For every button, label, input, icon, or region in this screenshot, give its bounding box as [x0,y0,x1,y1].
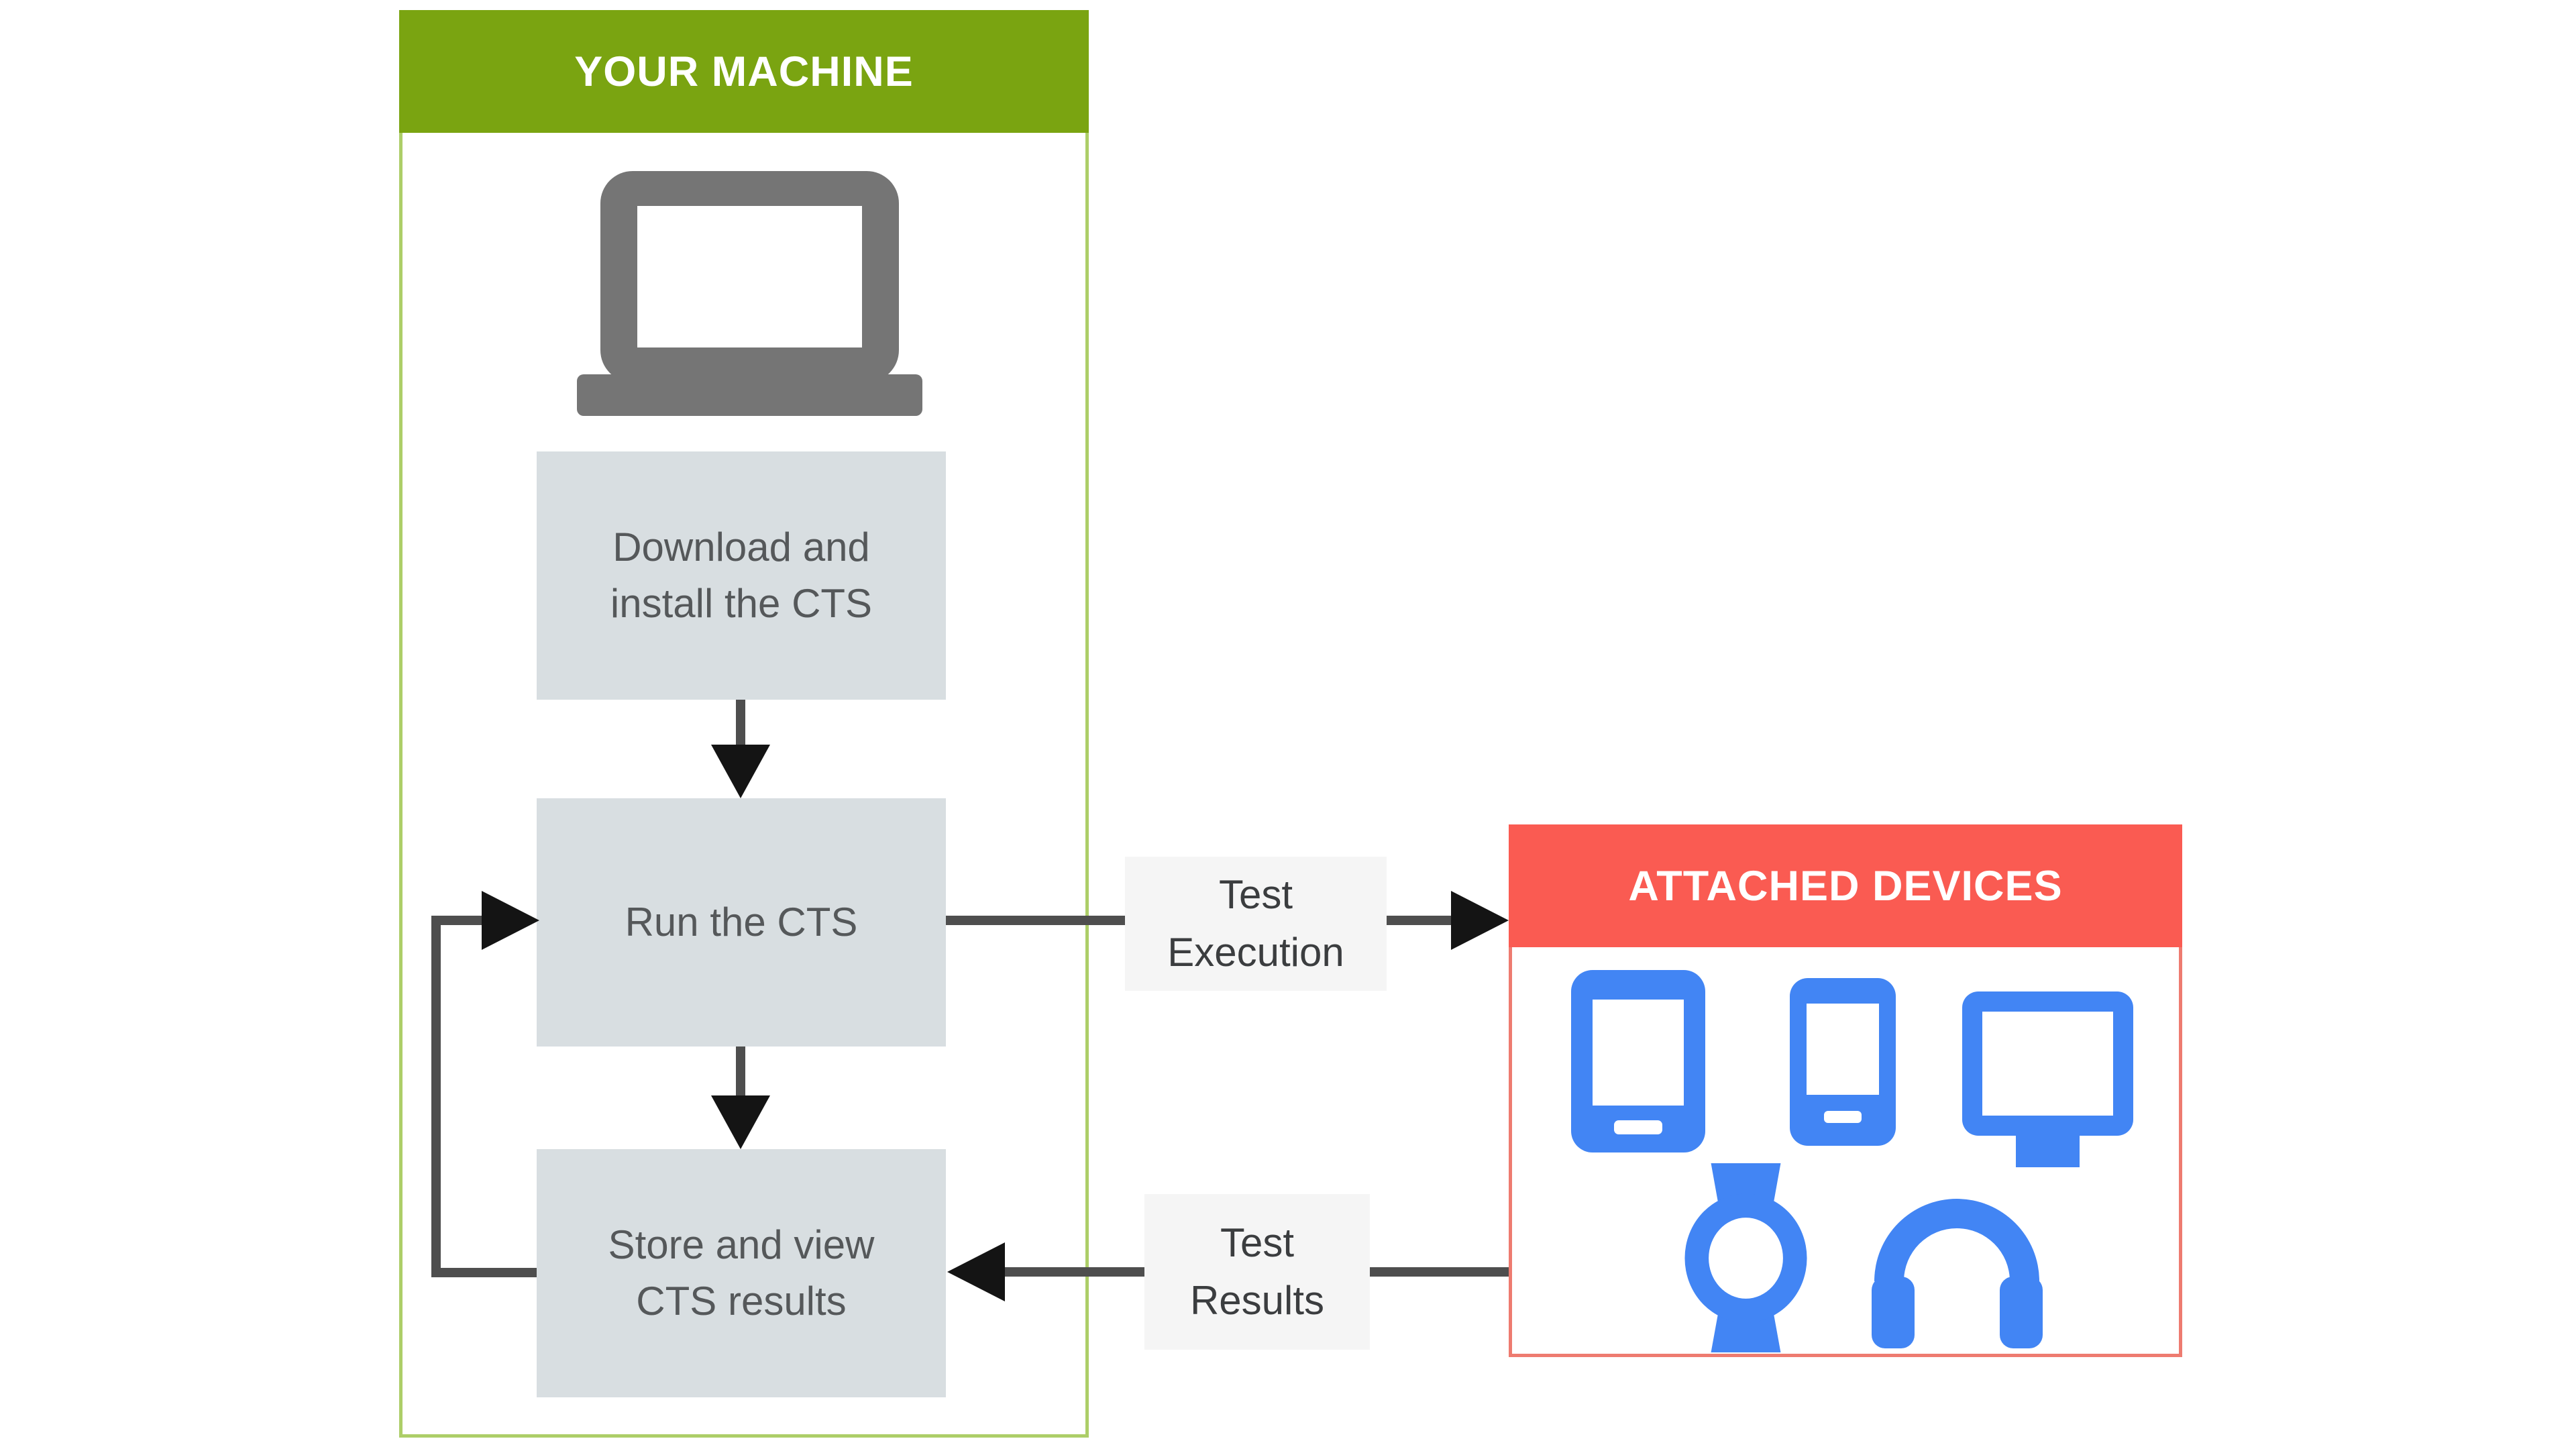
step-download-and-install-the-cts: Download and install the CTS [537,451,946,700]
laptop-icon [577,171,922,416]
flow-label-line: Test [1218,872,1293,917]
test-execution-label: Test Execution [1125,857,1387,991]
loop-top-segment [431,916,483,925]
arrowhead-down-icon [711,745,770,798]
test-results-label: Test Results [1144,1194,1370,1350]
smartwatch-icon [1684,1163,1808,1352]
loop-vertical-segment [431,916,441,1277]
your-machine-header: YOUR MACHINE [399,10,1089,133]
step-label-line: Store and view [608,1222,875,1267]
step-label-line: CTS results [636,1279,847,1324]
step-label-line: install the CTS [610,581,873,626]
step-run-the-cts: Run the CTS [537,798,946,1046]
loop-bottom-segment [431,1268,537,1277]
arrow-line-segment [736,700,745,748]
tablet-icon [1571,970,1705,1152]
your-machine-panel: YOUR MACHINE Download and install the CT… [399,10,1089,1438]
attached-devices-header: ATTACHED DEVICES [1509,824,2182,947]
flow-label-line: Results [1189,1278,1325,1323]
attached-devices-title: ATTACHED DEVICES [1628,862,2063,910]
step-store-and-view-cts-results: Store and view CTS results [537,1149,946,1397]
your-machine-title: YOUR MACHINE [574,48,914,95]
arrowhead-right-icon [482,891,539,950]
arrowhead-down-icon [711,1095,770,1149]
headphones-icon [1872,1171,2043,1348]
arrow-line-segment [736,1046,745,1099]
phone-icon [1790,978,1896,1146]
flow-label-line: Execution [1167,930,1344,975]
attached-devices-panel: ATTACHED DEVICES [1509,824,2182,1357]
arrowhead-left-icon [947,1242,1005,1301]
step-label-line: Run the CTS [625,900,858,945]
arrowhead-right-icon [1451,891,1509,950]
step-label-line: Download and [612,525,870,570]
flow-label-line: Test [1220,1220,1295,1265]
tv-icon [1962,991,2133,1167]
